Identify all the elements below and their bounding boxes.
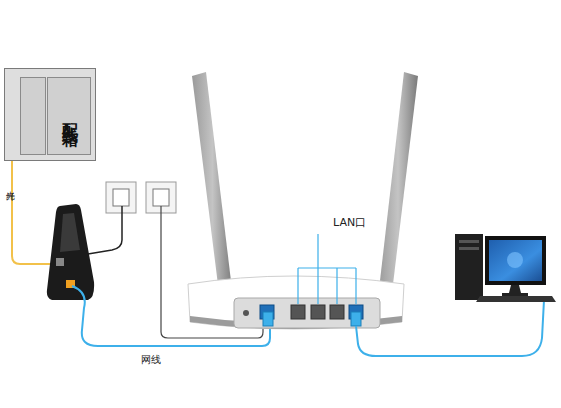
router-back-panel — [234, 298, 380, 328]
socket-port — [113, 189, 129, 206]
fiber-cable — [12, 160, 54, 264]
router-antenna — [378, 72, 418, 301]
monitor — [485, 236, 546, 285]
monitor-stand — [509, 285, 521, 293]
modem-port — [56, 258, 64, 266]
cable-plug — [351, 312, 361, 326]
pc-tower — [455, 234, 483, 300]
network-cable — [356, 300, 544, 356]
wall-socket — [106, 182, 136, 213]
lan-leader — [298, 234, 356, 304]
router-body — [188, 276, 404, 329]
cable-plug — [263, 312, 273, 326]
monitor-screen — [489, 240, 542, 281]
pc-drive — [459, 247, 479, 250]
monitor-stand — [502, 293, 528, 296]
lan-port — [330, 305, 344, 319]
router-antenna — [192, 72, 233, 301]
lan-port — [311, 305, 325, 319]
keyboard — [476, 296, 556, 302]
socket-port — [153, 189, 169, 206]
lan-port — [291, 305, 305, 319]
distribution-box: 配线箱 — [4, 68, 96, 161]
cable-label: 网线 — [141, 354, 161, 365]
optical-modem — [47, 204, 94, 300]
modem-panel — [60, 213, 80, 252]
box-label: 配线箱 — [48, 79, 90, 153]
power-cord — [88, 206, 122, 254]
pc-drive — [459, 240, 479, 243]
screen-logo — [507, 252, 523, 268]
power-jack — [243, 310, 249, 316]
cable-label: 光纤 — [5, 184, 15, 186]
box-panel — [20, 77, 46, 155]
cable-label: LAN口 — [333, 217, 366, 229]
